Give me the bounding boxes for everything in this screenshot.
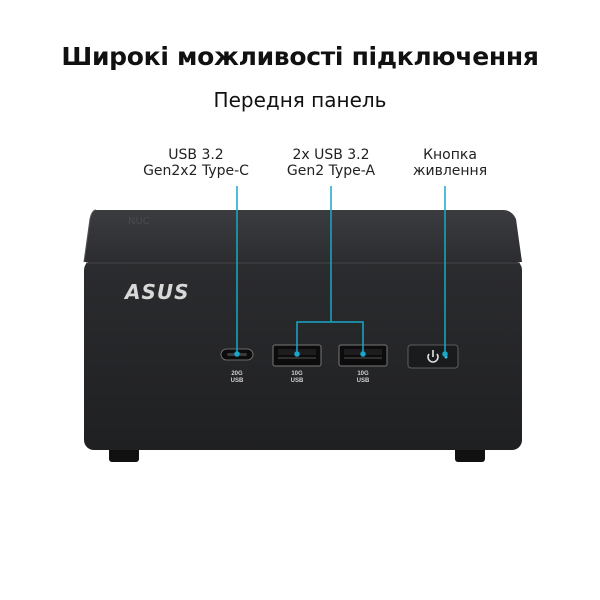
callout-usb-a-line2: Gen2 Type-A [286,163,376,179]
port-label-top: 10G [357,371,369,377]
port-label-top: 10G [291,371,303,377]
port-label-usb-c: 20G USB [222,371,252,385]
callout-usb-a: 2x USB 3.2 Gen2 Type-A [276,147,386,179]
callout-usb-c: USB 3.2 Gen2x2 Type-C [140,147,252,179]
callout-usb-c-line2: Gen2x2 Type-C [143,163,249,179]
port-label-usb-a-1: 10G USB [282,371,312,385]
device-top [84,210,522,262]
power-icon [427,350,439,363]
port-label-top: 20G [231,371,243,377]
port-label-bottom: USB [290,378,304,384]
power-button[interactable] [407,344,459,369]
port-label-bottom: USB [230,378,244,384]
page-title: Широкі можливості підключення [61,42,539,71]
leader-lines [234,186,448,357]
nuc-engraving: NUC [128,216,150,227]
callout-usb-a-line1: 2x USB 3.2 [292,147,370,163]
callout-power-line1: Кнопка [423,147,477,163]
port-label-usb-a-2: 10G USB [348,371,378,385]
callout-power-line2: живлення [412,163,488,179]
page-subtitle: Передня панель [213,88,387,112]
port-label-bottom: USB [356,378,370,384]
callout-power: Кнопка живлення [405,147,495,179]
callout-usb-c-line1: USB 3.2 [168,147,224,163]
brand-logo: ASUS [123,280,190,304]
